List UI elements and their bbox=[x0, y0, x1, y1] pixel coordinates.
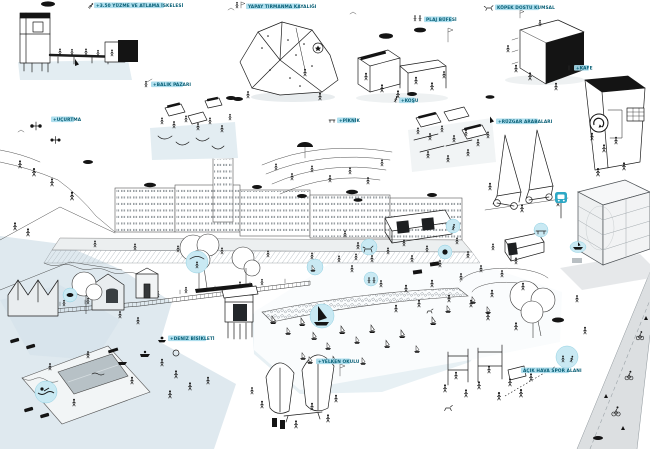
label-text: KÖPEK DOSTU KUMSAL bbox=[497, 4, 555, 11]
beach-sand bbox=[254, 262, 562, 390]
vignette-wind-carts bbox=[484, 129, 569, 213]
pedal-boats bbox=[118, 349, 180, 365]
climber-icon bbox=[235, 1, 246, 9]
label-jump-pier: +3.50 YÜZME VE ATLAMA İSKELESİ bbox=[87, 2, 184, 10]
drone-icon bbox=[30, 121, 61, 144]
label-wind-carts: +RÜZGAR ARABALARI bbox=[490, 116, 553, 125]
pedalboat-icon bbox=[158, 336, 166, 343]
vignette-kermes-market bbox=[407, 92, 496, 172]
fisherman-icon bbox=[144, 78, 153, 88]
rooftop-shrubs bbox=[83, 154, 437, 197]
label-climbing: YAPAY TIRMANMA KAYALIĞI bbox=[235, 1, 317, 10]
sail-icon bbox=[490, 116, 494, 123]
label-text: +UÇURTMA bbox=[53, 117, 82, 123]
label-text: +RÜZGAR ARABALARI bbox=[498, 118, 553, 125]
boat-sheds bbox=[7, 267, 159, 317]
labels: +3.50 YÜZME VE ATLAMA İSKELESİ YAPAY TIR… bbox=[51, 1, 593, 374]
label-sailing-school: +YELKEN OKULU bbox=[306, 356, 360, 365]
label-text: +PİKNİK bbox=[339, 117, 360, 124]
camera-badge bbox=[363, 271, 379, 287]
pool-platform bbox=[10, 337, 151, 425]
shore-activity-badge bbox=[306, 258, 324, 276]
bar-icon bbox=[413, 15, 422, 22]
exercise-badge bbox=[555, 345, 579, 369]
swimmer-badge bbox=[34, 380, 58, 404]
dog-badge bbox=[360, 238, 378, 256]
trees-beach bbox=[509, 280, 564, 338]
diver-icon bbox=[87, 2, 95, 10]
label-kite: +UÇURTMA bbox=[51, 116, 82, 123]
label-dog-beach: KÖPEK DOSTU KUMSAL bbox=[483, 4, 555, 11]
boat-badge bbox=[569, 241, 587, 253]
label-text: +KOŞU bbox=[401, 98, 419, 104]
cafe-icon bbox=[565, 63, 573, 71]
label-text: +KAFE bbox=[576, 65, 593, 71]
label-gym: AÇIK HAVA SPOR ALANI bbox=[521, 367, 582, 374]
bus-stop-badge bbox=[555, 192, 567, 219]
road-users bbox=[575, 294, 648, 440]
bench-icon bbox=[328, 119, 336, 123]
container-stack bbox=[560, 179, 650, 290]
vignette-beach-bar bbox=[356, 27, 454, 103]
label-bar: PLAJ BÜFESİ bbox=[413, 15, 457, 23]
dog-icon bbox=[483, 5, 494, 11]
turn-arrow-badge bbox=[589, 113, 609, 133]
label-text: +BALIK PAZARI bbox=[153, 82, 191, 88]
vignette-container-kiosk bbox=[505, 9, 585, 91]
label-picnic: +PİKNİK bbox=[328, 117, 360, 124]
label-run: +KOŞU bbox=[393, 95, 419, 104]
boathouse-badge bbox=[62, 287, 78, 303]
label-text: AÇIK HAVA SPOR ALANI bbox=[523, 368, 582, 374]
vignette-kite-hill bbox=[13, 117, 75, 237]
picnic-badge bbox=[533, 222, 549, 238]
umbrella-icon bbox=[297, 142, 313, 159]
sailboat-badge bbox=[309, 303, 335, 329]
label-pedal-boat: +DENİZ BİSİKLETİ bbox=[158, 335, 215, 343]
road bbox=[576, 271, 650, 449]
sun-loungers bbox=[10, 337, 50, 419]
vignette-plaza-steps bbox=[261, 142, 393, 202]
label-text: +YELKEN OKULU bbox=[318, 359, 360, 365]
label-fish-market: +BALIK PAZARI bbox=[144, 78, 191, 88]
diving-tower bbox=[221, 281, 259, 340]
vignette-tall-kiosk bbox=[584, 75, 646, 177]
vignette-climbing-rock bbox=[227, 7, 357, 102]
beach-people bbox=[337, 230, 525, 331]
tree-swing-badge bbox=[185, 250, 209, 274]
vignette-jump-pier bbox=[18, 1, 146, 80]
ball-badge bbox=[437, 244, 453, 260]
label-text: +3.50 YÜZME VE ATLAMA İSKELESİ bbox=[96, 2, 184, 9]
vignette-fish-market bbox=[150, 96, 238, 160]
label-text: +DENİZ BİSİKLETİ bbox=[170, 335, 215, 342]
runner-badge bbox=[445, 218, 461, 234]
label-text: YAPAY TIRMANMA KAYALIĞI bbox=[247, 3, 317, 10]
windsurf-school bbox=[250, 354, 346, 429]
label-kafe: +KAFE bbox=[565, 63, 593, 71]
label-text: PLAJ BÜFESİ bbox=[426, 16, 457, 23]
